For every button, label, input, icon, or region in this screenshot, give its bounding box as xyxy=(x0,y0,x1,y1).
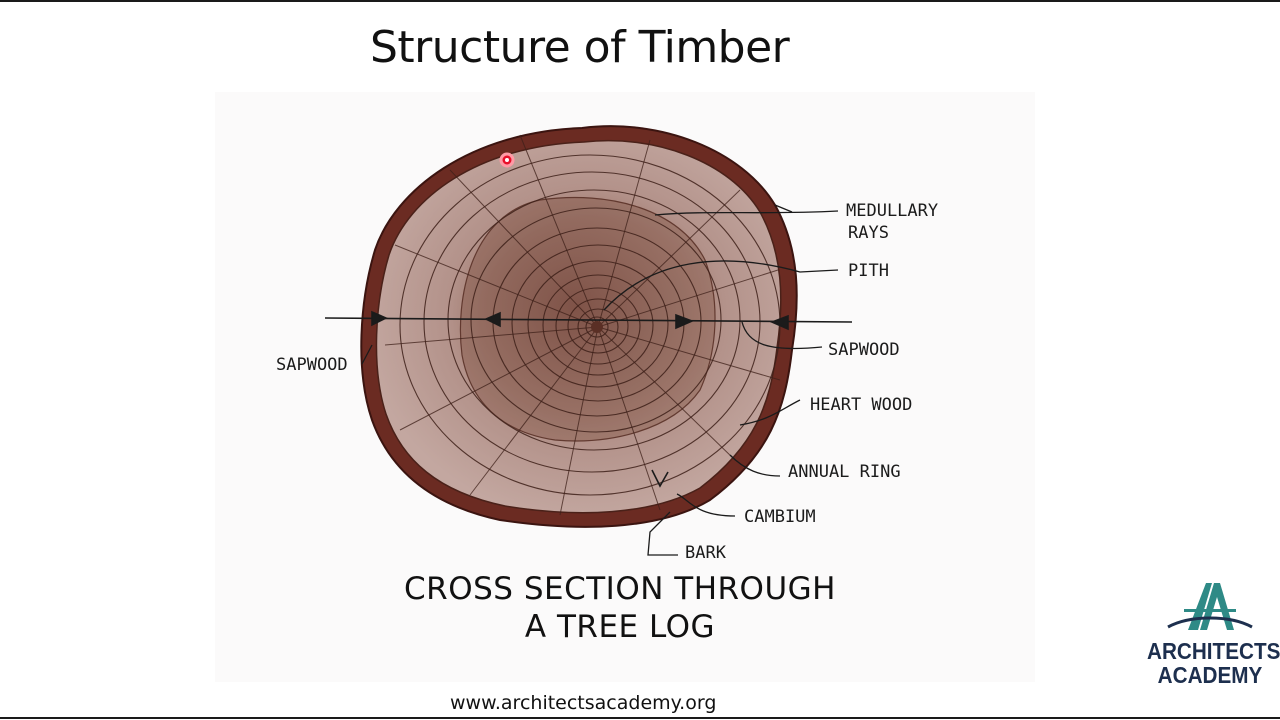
bottom-border xyxy=(0,717,1280,719)
caption-line-1: CROSS SECTION THROUGH xyxy=(404,571,836,607)
label-annual-ring: ANNUAL RING xyxy=(788,462,901,482)
label-medullary: MEDULLARY xyxy=(846,201,938,221)
logo-mark-icon xyxy=(1167,583,1253,630)
website-url: www.architectsacademy.org xyxy=(450,692,717,714)
diagram-caption: CROSS SECTION THROUGH A TREE LOG xyxy=(360,570,880,646)
top-border xyxy=(0,0,1280,2)
label-sapwood-right: SAPWOOD xyxy=(828,340,900,360)
label-sapwood-left: SAPWOOD xyxy=(276,355,348,375)
label-rays: RAYS xyxy=(848,223,889,243)
medullary-rays xyxy=(384,134,781,516)
label-pith: PITH xyxy=(848,261,889,281)
logo-text-line-1: ARCHITECTS xyxy=(1147,638,1280,664)
label-heart-wood: HEART WOOD xyxy=(810,395,912,415)
section-line xyxy=(324,310,853,488)
architects-academy-logo: ARCHITECTS ACADEMY xyxy=(1140,575,1280,695)
caption-line-2: A TREE LOG xyxy=(524,609,716,645)
slide-title: Structure of Timber xyxy=(370,22,790,73)
leader-lines xyxy=(361,204,839,556)
pith xyxy=(591,321,603,333)
laser-pointer-core xyxy=(505,158,509,162)
logo-text-line-2: ACADEMY xyxy=(1157,662,1263,688)
label-bark: BARK xyxy=(685,543,727,563)
label-cambium: CAMBIUM xyxy=(744,507,816,527)
